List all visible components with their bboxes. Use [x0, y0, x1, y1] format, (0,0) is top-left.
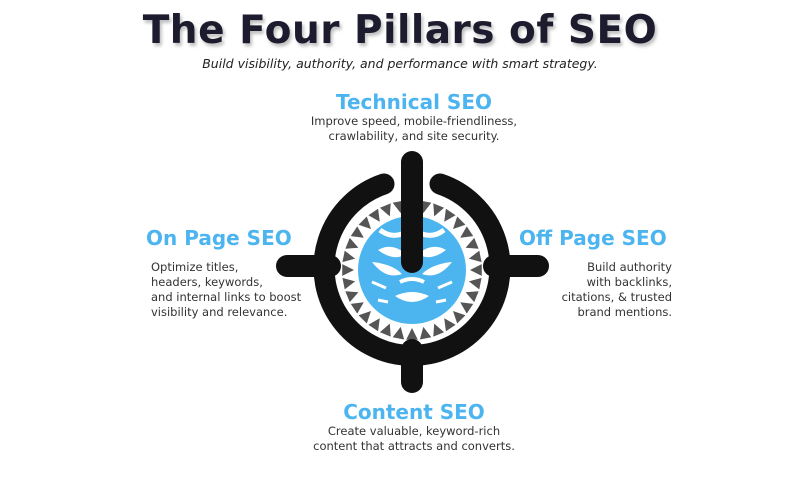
triangle-mark	[342, 250, 356, 263]
triangle-mark	[350, 226, 364, 238]
off-page-seo-description: Build authority with backlinks, citation…	[562, 260, 672, 320]
description-line: content that attracts and converts.	[313, 439, 515, 453]
triangle-mark	[465, 237, 479, 249]
triangle-mark	[433, 203, 445, 217]
triangle-mark	[368, 318, 380, 332]
triangle-mark	[444, 208, 456, 222]
content-seo-description: Create valuable, keyword-rich content th…	[0, 424, 800, 454]
triangle-mark	[419, 326, 432, 340]
triangle-mark	[406, 328, 418, 340]
description-line: crawlability, and site security.	[328, 129, 500, 143]
on-page-seo-heading: On Page SEO	[146, 226, 292, 250]
triangle-mark	[368, 208, 380, 222]
description-line: with backlinks,	[586, 275, 672, 289]
triangle-mark	[345, 291, 359, 303]
triangle-mark	[444, 318, 456, 332]
technical-seo-heading: Technical SEO	[336, 90, 492, 114]
triangle-mark	[460, 226, 474, 238]
page-subtitle: Build visibility, authority, and perform…	[202, 56, 598, 71]
triangle-mark	[468, 250, 482, 263]
triangle-mark	[460, 302, 474, 314]
triangle-mark	[453, 311, 466, 324]
triangle-mark	[345, 237, 359, 249]
description-line: citations, & trusted	[561, 290, 672, 304]
triangle-mark	[453, 216, 466, 229]
description-line: Build authority	[587, 260, 672, 274]
triangle-mark	[465, 291, 479, 303]
triangle-mark	[468, 277, 482, 290]
description-line: visibility and relevance.	[151, 305, 288, 319]
triangle-mark	[358, 311, 371, 324]
description-line: Optimize titles,	[151, 260, 239, 274]
mask-face-icon	[371, 227, 453, 304]
technical-seo-description: Improve speed, mobile-friendliness, craw…	[0, 114, 800, 144]
off-page-seo-heading: Off Page SEO	[519, 226, 667, 250]
description-line: brand mentions.	[577, 305, 672, 319]
triangle-mark	[342, 264, 354, 276]
content-seo-heading: Content SEO	[343, 400, 485, 424]
triangle-mark	[379, 323, 391, 337]
triangle-mark	[379, 203, 391, 217]
page-title: The Four Pillars of SEO	[142, 8, 658, 53]
description-line: Improve speed, mobile-friendliness,	[310, 114, 518, 128]
triangle-mark	[392, 326, 405, 340]
description-line: headers, keywords,	[151, 275, 263, 289]
description-line: Create valuable, keyword-rich	[327, 424, 501, 438]
description-line: and internal links to boost	[151, 290, 302, 304]
triangle-mark	[470, 264, 482, 276]
triangle-mark	[342, 277, 356, 290]
triangle-mark	[433, 323, 445, 337]
triangle-mark	[350, 302, 364, 314]
triangle-border	[342, 200, 482, 340]
triangle-mark	[358, 216, 371, 229]
on-page-seo-description: Optimize titles, headers, keywords, and …	[151, 260, 301, 320]
